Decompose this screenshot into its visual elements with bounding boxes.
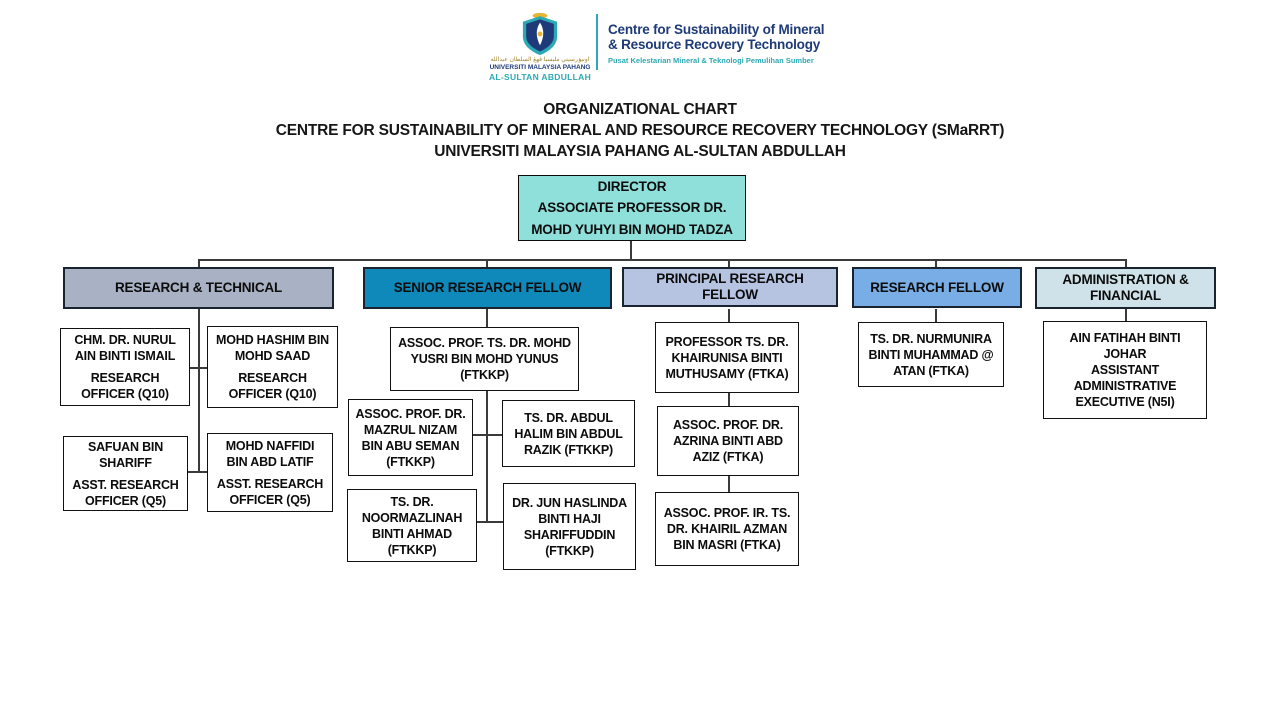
connector-drop-branch4 [935,259,937,268]
title-line1: ORGANIZATIONAL CHART [543,101,737,118]
member-name: TS. DR. NURMUNIRA BINTI MUHAMMAD @ ATAN … [868,331,994,378]
member-box: ASSOC. PROF. DR. MAZRUL NIZAM BIN ABU SE… [348,399,473,476]
member-role: ASSISTANT ADMINISTRATIVE EXECUTIVE (N5I) [1073,363,1177,409]
member-name: CHM. DR. NURUL AIN BINTI ISMAIL [74,333,176,363]
member-name: ASSOC. PROF. DR. MAZRUL NIZAM BIN ABU SE… [355,406,466,469]
logo-divider [596,14,598,70]
member-box: PROFESSOR TS. DR. KHAIRUNISA BINTI MUTHU… [655,322,799,393]
member-name: SAFUAN BIN SHARIFF [87,439,164,470]
member-box: ASSOC. PROF. TS. DR. MOHD YUSRI BIN MOHD… [390,327,579,391]
branch-header-administration-financial: ADMINISTRATION & FINANCIAL [1035,267,1216,309]
member-name: TS. DR. NOORMAZLINAH BINTI AHMAD (FTKKP) [361,494,463,557]
university-jawi-text: اونيۏرسيتي مليسيا ڤهڠ السلطان عبدالله [490,57,590,63]
member-name: ASSOC. PROF. TS. DR. MOHD YUSRI BIN MOHD… [398,336,571,382]
centre-name-block: Centre for Sustainability of Mineral & R… [608,12,825,65]
connector-branch5-trunk [1125,309,1127,322]
connector-drop-branch3 [728,259,730,268]
connector-branch3-trunk [728,309,730,494]
connector-branch2-trunk [486,309,488,523]
member-name: DR. JUN HASLINDA BINTI HAJI SHARIFFUDDIN… [512,495,627,558]
member-box: DR. JUN HASLINDA BINTI HAJI SHARIFFUDDIN… [503,483,636,570]
branch-label: SENIOR RESEARCH FELLOW [393,280,582,295]
centre-name-malay: Pusat Kelestarian Mineral & Teknologi Pe… [608,56,814,65]
director-name-line2: MOHD YUHYI BIN MOHD TADZA [531,221,733,237]
page-title: ORGANIZATIONAL CHART CENTRE FOR SUSTAINA… [0,99,1280,162]
connector-branch1-row2 [186,471,211,473]
branch-header-senior-research-fellow: SENIOR RESEARCH FELLOW [363,267,612,309]
connector-drop-branch2 [486,259,488,268]
university-name-line1: UNIVERSITI MALAYSIA PAHANG [489,64,591,71]
member-box: AIN FATIHAH BINTI JOHAR ASSISTANT ADMINI… [1043,321,1207,419]
member-name: MOHD HASHIM BIN MOHD SAAD [216,333,329,363]
connector-branch4-trunk [935,309,937,323]
branch-header-research-technical: RESEARCH & TECHNICAL [63,267,334,309]
member-box: ASSOC. PROF. IR. TS. DR. KHAIRIL AZMAN B… [655,492,799,566]
connector-director-stem [630,241,632,260]
university-logo: اونيۏرسيتي مليسيا ڤهڠ السلطان عبدالله UN… [488,12,825,82]
centre-name-line2: & Resource Recovery Technology [608,37,821,52]
member-role: RESEARCH OFFICER (Q10) [228,371,317,401]
centre-name-line1: Centre for Sustainability of Mineral [608,22,825,37]
connector-drop-branch1 [198,259,200,268]
university-crest-icon [515,12,565,56]
branch-label: RESEARCH FELLOW [870,279,1004,295]
member-box: TS. DR. NOORMAZLINAH BINTI AHMAD (FTKKP) [347,489,477,562]
member-box: MOHD NAFFIDI BIN ABD LATIF ASST. RESEARC… [207,433,333,512]
member-name: AIN FATIHAH BINTI JOHAR [1069,331,1181,361]
connector-drop-branch5 [1125,259,1127,268]
member-box: CHM. DR. NURUL AIN BINTI ISMAIL RESEARCH… [60,328,190,406]
member-box: MOHD HASHIM BIN MOHD SAAD RESEARCH OFFIC… [207,326,338,408]
member-box: TS. DR. NURMUNIRA BINTI MUHAMMAD @ ATAN … [858,322,1004,387]
branch-label: ADMINISTRATION & FINANCIAL [1062,272,1189,303]
connector-branch2-row2 [475,521,505,523]
branch-label: RESEARCH & TECHNICAL [114,280,282,295]
connector-branch1-row1 [186,367,211,369]
member-name: PROFESSOR TS. DR. KHAIRUNISA BINTI MUTHU… [665,334,789,381]
connector-branch2-row1 [471,434,504,436]
director-role: DIRECTOR [597,178,667,194]
branch-header-principal-research-fellow: PRINCIPAL RESEARCH FELLOW [622,267,838,307]
connector-branch1-trunk [198,309,200,473]
title-line2: CENTRE FOR SUSTAINABILITY OF MINERAL AND… [275,122,1005,139]
member-name: ASSOC. PROF. DR. AZRINA BINTI ABD AZIZ (… [672,418,783,464]
member-box: SAFUAN BIN SHARIFF ASST. RESEARCH OFFICE… [63,436,188,511]
member-name: TS. DR. ABDUL HALIM BIN ABDUL RAZIK (FTK… [514,410,623,457]
director-box: DIRECTOR ASSOCIATE PROFESSOR DR. MOHD YU… [518,175,746,241]
member-role: ASST. RESEARCH OFFICER (Q5) [72,477,179,508]
member-box: TS. DR. ABDUL HALIM BIN ABDUL RAZIK (FTK… [502,400,635,467]
director-name-line1: ASSOCIATE PROFESSOR DR. [537,200,727,216]
member-name: ASSOC. PROF. IR. TS. DR. KHAIRIL AZMAN B… [663,506,791,552]
university-crest: اونيۏرسيتي مليسيا ڤهڠ السلطان عبدالله UN… [488,12,592,82]
connector-main-horizontal [198,259,1127,261]
member-box: ASSOC. PROF. DR. AZRINA BINTI ABD AZIZ (… [657,406,799,476]
title-line3: UNIVERSITI MALAYSIA PAHANG AL-SULTAN ABD… [434,143,846,160]
member-role: ASST. RESEARCH OFFICER (Q5) [216,476,324,507]
member-name: MOHD NAFFIDI BIN ABD LATIF [225,438,315,469]
branch-header-research-fellow: RESEARCH FELLOW [852,267,1022,308]
branch-label: PRINCIPAL RESEARCH FELLOW [656,271,804,302]
member-role: RESEARCH OFFICER (Q10) [81,371,169,401]
university-name-line2: AL-SULTAN ABDULLAH [488,72,592,82]
